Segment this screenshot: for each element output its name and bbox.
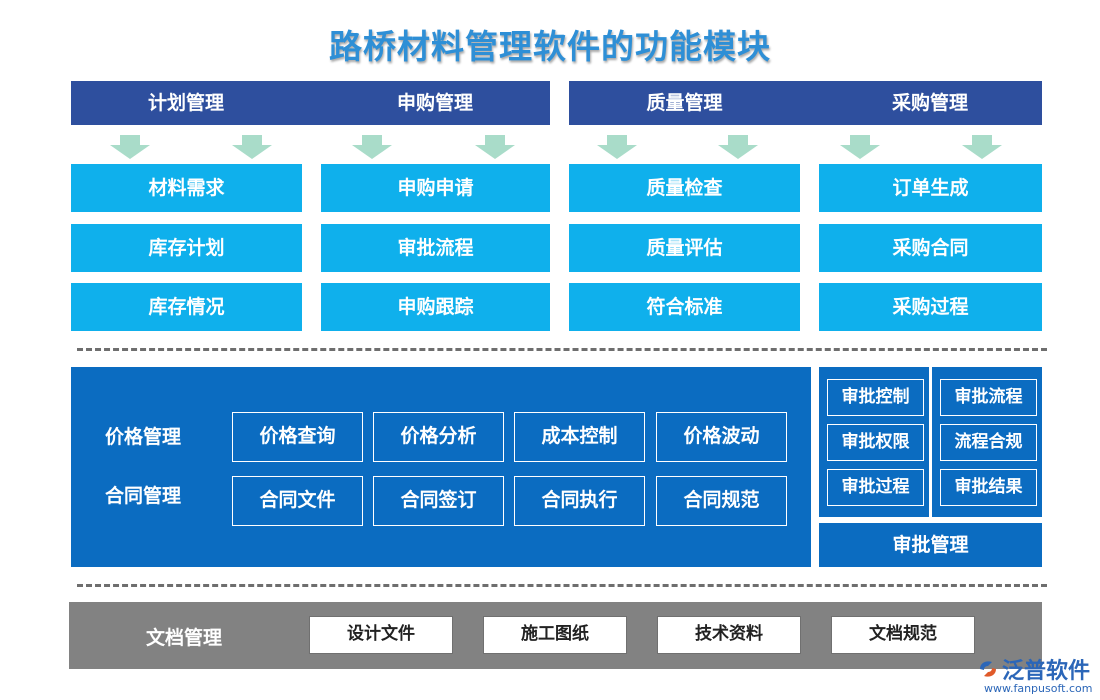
approval-authority-box: 审批权限: [827, 424, 924, 461]
approval-process-box: 审批过程: [827, 469, 924, 506]
header-requisition-management: 申购管理: [396, 92, 473, 114]
down-arrow-icon: [840, 135, 880, 159]
module-box-purchase-contract: 采购合同: [819, 224, 1042, 272]
header-bar-left: [71, 81, 550, 125]
down-arrow-icon: [352, 135, 392, 159]
contract-management-label: 合同管理: [105, 485, 182, 507]
contract-execution-box: 合同执行: [514, 476, 645, 526]
header-quality-management: 质量管理: [646, 92, 723, 114]
diagram-title: 路桥材料管理软件的功能模块: [329, 27, 771, 66]
down-arrow-icon: [232, 135, 272, 159]
down-arrow-icon: [718, 135, 758, 159]
module-box-quality-inspection: 质量检查: [569, 164, 800, 212]
module-box-requisition-request: 申购申请: [321, 164, 550, 212]
module-box-material-demand: 材料需求: [71, 164, 302, 212]
price-fluctuation-box: 价格波动: [656, 412, 787, 462]
approval-panel-right: [932, 367, 1042, 517]
dashed-divider: [77, 584, 1047, 587]
module-box-order-generation: 订单生成: [819, 164, 1042, 212]
brand-logo-icon: [980, 661, 996, 677]
brand-url: www.fanpusoft.com: [984, 682, 1093, 695]
price-contract-panel: [71, 367, 811, 567]
construction-drawing-box: 施工图纸: [483, 616, 627, 654]
header-procurement-management: 采购管理: [891, 92, 968, 114]
approval-result-box: 审批结果: [940, 469, 1037, 506]
price-query-box: 价格查询: [232, 412, 363, 462]
module-box-approval-workflow: 审批流程: [321, 224, 550, 272]
price-management-label: 价格管理: [105, 426, 182, 448]
contract-signing-box: 合同签订: [373, 476, 504, 526]
down-arrow-icon: [962, 135, 1002, 159]
down-arrow-icon: [110, 135, 150, 159]
module-box-purchase-process: 采购过程: [819, 283, 1042, 331]
approval-management-label: 审批管理: [819, 523, 1042, 567]
design-file-box: 设计文件: [309, 616, 453, 654]
down-arrow-icon: [597, 135, 637, 159]
cost-control-box: 成本控制: [514, 412, 645, 462]
approval-panel-left: [819, 367, 929, 517]
header-bar-right: [569, 81, 1042, 125]
document-standard-box: 文档规范: [831, 616, 975, 654]
module-box-quality-assessment: 质量评估: [569, 224, 800, 272]
price-analysis-box: 价格分析: [373, 412, 504, 462]
header-plan-management: 计划管理: [147, 92, 224, 114]
module-box-inventory-plan: 库存计划: [71, 224, 302, 272]
module-box-standard-compliance: 符合标准: [569, 283, 800, 331]
module-box-requisition-tracking: 申购跟踪: [321, 283, 550, 331]
module-box-inventory-status: 库存情况: [71, 283, 302, 331]
technical-material-box: 技术资料: [657, 616, 801, 654]
approval-flow-box: 审批流程: [940, 379, 1037, 416]
process-compliance-box: 流程合规: [940, 424, 1037, 461]
contract-document-box: 合同文件: [232, 476, 363, 526]
document-management-label: 文档管理: [146, 627, 223, 649]
approval-control-box: 审批控制: [827, 379, 924, 416]
dashed-divider: [77, 348, 1047, 351]
down-arrow-icon: [475, 135, 515, 159]
brand-name: 泛普软件: [1002, 659, 1091, 684]
contract-standard-box: 合同规范: [656, 476, 787, 526]
